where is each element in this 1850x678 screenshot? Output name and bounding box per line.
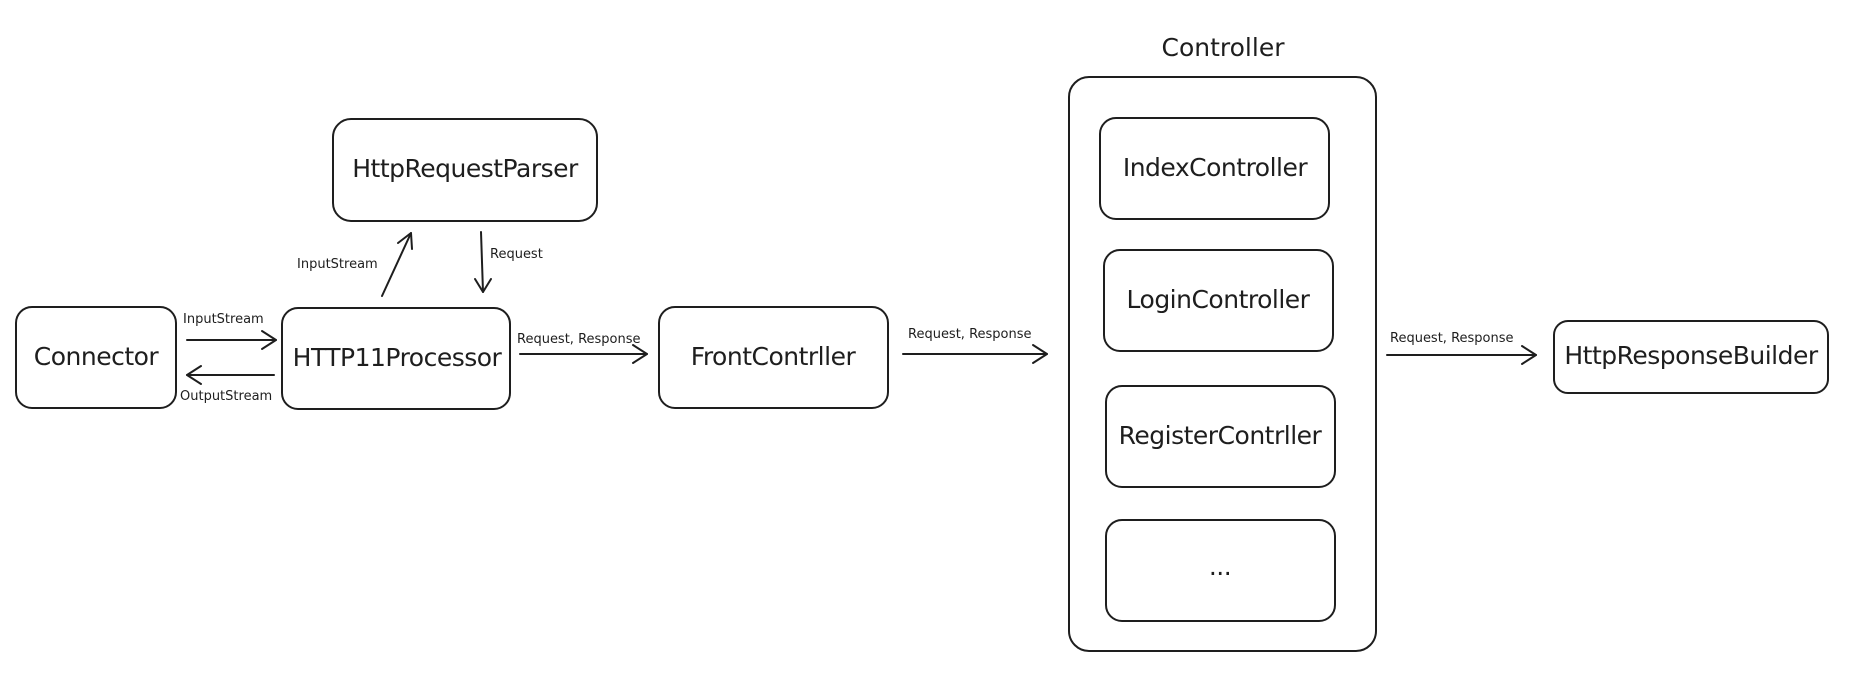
edge-label-controller-to-builder: Request, Response	[1390, 331, 1514, 346]
controller-group: Controller	[1068, 33, 1377, 652]
arrowhead-left-icon	[186, 365, 202, 385]
index-controller-node: IndexController	[1099, 117, 1330, 220]
arrow-parser-to-processor	[480, 231, 484, 293]
edge-processor-to-connector: OutputStream	[180, 365, 275, 404]
front-controller-node: FrontContrller	[658, 306, 889, 409]
connector-box	[15, 306, 177, 409]
login-controller-label: LoginController	[1127, 285, 1311, 314]
http-request-parser-label: HttpRequestParser	[352, 154, 579, 183]
index-controller-box	[1099, 117, 1330, 220]
more-controllers-label: ...	[1209, 552, 1231, 581]
register-controller-box	[1105, 385, 1336, 488]
connector-node: Connector	[15, 306, 177, 409]
edge-processor-to-parser: InputStream	[297, 232, 413, 297]
arrowhead-right-icon	[1032, 344, 1048, 364]
arrowhead-up-icon	[397, 232, 413, 250]
edge-label-front-to-controller: Request, Response	[908, 327, 1032, 342]
edge-label-parser-to-processor: Request	[490, 247, 543, 262]
more-controllers-box	[1105, 519, 1336, 622]
more-controllers-node: ...	[1105, 519, 1336, 622]
connector-label: Connector	[34, 342, 160, 371]
login-controller-box	[1103, 249, 1334, 352]
http11-processor-label: HTTP11Processor	[293, 343, 503, 372]
register-controller-node: RegisterContrller	[1105, 385, 1336, 488]
front-controller-label: FrontContrller	[691, 342, 857, 371]
register-controller-label: RegisterContrller	[1119, 421, 1323, 450]
login-controller-node: LoginController	[1103, 249, 1334, 352]
http-request-parser-node: HttpRequestParser	[332, 118, 598, 222]
edge-label-processor-to-connector: OutputStream	[180, 389, 272, 404]
arrowhead-right-icon	[632, 344, 648, 364]
http-response-builder-node: HttpResponseBuilder	[1553, 320, 1829, 394]
edge-parser-to-processor: Request	[474, 231, 543, 293]
edge-label-connector-to-processor: InputStream	[183, 312, 264, 327]
edge-front-to-controller: Request, Response	[902, 327, 1048, 364]
front-controller-box	[658, 306, 889, 409]
http-response-builder-label: HttpResponseBuilder	[1564, 341, 1818, 370]
arrow-processor-to-parser	[381, 232, 412, 297]
edge-connector-to-processor: InputStream	[183, 312, 277, 350]
http-request-parser-box	[332, 118, 598, 222]
controller-group-container	[1068, 76, 1377, 652]
controller-group-title: Controller	[1162, 33, 1286, 62]
http11-processor-node: HTTP11Processor	[281, 307, 511, 410]
edge-controller-to-builder: Request, Response	[1386, 331, 1537, 365]
index-controller-label: IndexController	[1123, 153, 1309, 182]
http11-processor-box	[281, 307, 511, 410]
edge-label-processor-to-parser: InputStream	[297, 257, 378, 272]
edge-processor-to-front: Request, Response	[517, 332, 648, 364]
edge-label-processor-to-front: Request, Response	[517, 332, 641, 347]
arrowhead-right-icon	[261, 330, 277, 350]
arrowhead-down-icon	[474, 278, 492, 293]
arrowhead-right-icon	[1521, 345, 1537, 365]
http-response-builder-box	[1553, 320, 1829, 394]
